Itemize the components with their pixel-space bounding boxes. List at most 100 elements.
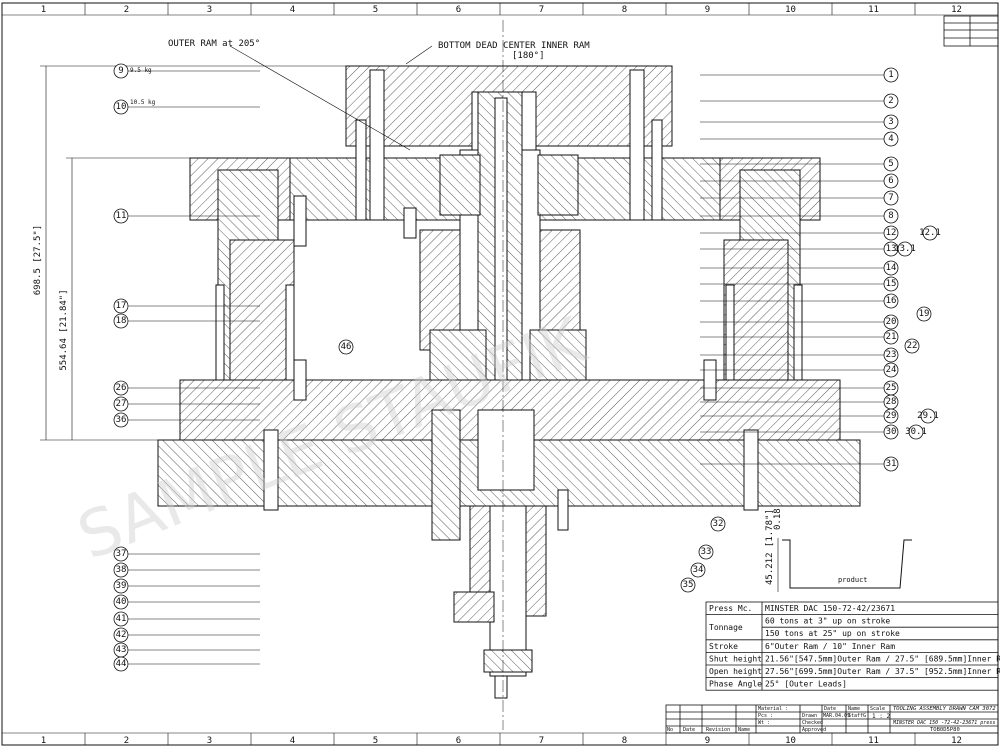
balloon-17: 17 [116,301,127,311]
balloon-41: 41 [116,614,127,624]
zone-label-bottom: 2 [124,736,129,746]
balloon-24-circle [883,362,899,378]
rev-header-no: No [667,727,673,733]
balloon-10: 10 [116,102,127,112]
balloon-16-circle [883,293,899,309]
press-spec-table: Press Mc. MINSTER DAC 150-72-42/23671Tonn… [705,601,1000,691]
balloon-11-circle [113,208,129,224]
balloon-39-circle [113,578,129,594]
balloon-29.1: 29.1 [917,411,939,421]
balloon-36-circle [113,412,129,428]
balloon-15: 15 [886,279,897,289]
spec-value: MINSTER DAC 150-72-42/23671 [765,604,895,613]
balloon-30: 30 [886,427,897,437]
spec-label: Press Mc. [709,604,752,613]
rev-header-revision: Revision [706,727,730,733]
drawing-title: TOOLING ASSEMBLY DRAWN CAM 3072 [893,706,996,712]
balloon-46-circle [338,339,354,355]
zone-label-top: 6 [456,5,461,15]
balloon-24: 24 [886,365,897,375]
spec-label: Stroke [709,642,738,651]
zone-label-bottom: 10 [785,736,796,746]
balloon-40-circle [113,594,129,610]
weight-label-1: 9.5 kg [130,67,152,74]
balloon-39: 39 [116,581,127,591]
balloon-38-circle [113,562,129,578]
balloon-44-circle [113,656,129,672]
balloon-37-circle [113,546,129,562]
revision-mini-table [943,15,999,47]
balloon-37: 37 [116,549,127,559]
drawing-date: MAR.04.09 [823,713,850,719]
balloon-18-circle [113,313,129,329]
zone-label-bottom: 7 [539,736,544,746]
balloon-41-circle [113,611,129,627]
balloon-19-circle [916,306,932,322]
weight-field: Wt : [758,720,770,726]
balloon-5: 5 [888,159,893,169]
balloon-40: 40 [116,597,127,607]
balloon-17-circle [113,298,129,314]
balloon-29-circle [883,408,899,424]
balloon-12.1-circle [922,225,938,241]
balloon-6: 6 [888,176,893,186]
balloon-2: 2 [888,96,893,106]
bdc-angle-label: [180°] [512,51,545,61]
spec-label: Tonnage [709,623,743,632]
zone-label-bottom: 5 [373,736,378,746]
balloon-32-circle [710,516,726,532]
balloon-33: 33 [701,547,712,557]
zone-label-top: 12 [951,5,962,15]
dimension-lines: 698.5 [27.5"] 554.64 [21.84"] [33,65,350,441]
balloon-36: 36 [116,415,127,425]
spec-value: 25° [Outer Leads] [765,680,847,689]
balloon-35-circle [680,577,696,593]
balloon-30-circle [883,424,899,440]
balloon-34-circle [690,562,706,578]
balloon-46: 46 [341,342,352,352]
title-block: No Date Revision Name Material : Pcs : W… [665,704,999,734]
spec-label: Shut height [709,654,762,663]
balloon-22-circle [904,338,920,354]
weight-label-2: 10.5 kg [130,99,156,106]
balloon-29.1-circle [920,408,936,424]
balloon-42: 42 [116,630,127,640]
spec-value: 21.56"[547.5mm]Outer Ram / 27.5" [689.5m… [765,654,1000,663]
outer-ram-label: OUTER RAM at 205° [168,39,260,49]
zone-label-top: 7 [539,5,544,15]
balloon-15-circle [883,276,899,292]
dimension-partial-height: 554.64 [21.84"] [59,289,69,370]
product-profile: 45.212 [1.78"] 0.18 product [765,508,912,592]
zone-label-top: 11 [868,5,879,15]
tool-assembly [157,20,861,730]
balloon-9-circle [113,63,129,79]
balloon-23-circle [883,347,899,363]
balloon-26-circle [113,380,129,396]
zone-label-bottom: 3 [207,736,212,746]
spec-value: 60 tons at 3" up on stroke [765,617,890,626]
balloon-14: 14 [886,263,897,273]
zone-label-bottom: 4 [290,736,295,746]
balloon-29: 29 [886,411,897,421]
balloon-4-circle [883,131,899,147]
sign-header-scale: Scale [870,706,885,712]
zone-label-top: 10 [785,5,796,15]
rev-header-name: Name [738,727,750,733]
zone-label-top: 8 [622,5,627,15]
balloon-7-circle [883,190,899,206]
zone-label-bottom: 12 [951,736,962,746]
balloon-7: 7 [888,193,893,203]
zone-label-bottom: 6 [456,736,461,746]
pcs-field: Pcs : [758,713,773,719]
zone-label-bottom: 8 [622,736,627,746]
balloon-6-circle [883,173,899,189]
balloon-20: 20 [886,317,897,327]
balloon-38: 38 [116,565,127,575]
balloon-22: 22 [907,341,918,351]
approved-label: Approved [802,727,826,733]
dimension-total-height: 698.5 [27.5"] [33,225,43,295]
balloon-34: 34 [693,565,704,575]
balloon-12: 12 [886,228,897,238]
balloon-27-circle [113,396,129,412]
